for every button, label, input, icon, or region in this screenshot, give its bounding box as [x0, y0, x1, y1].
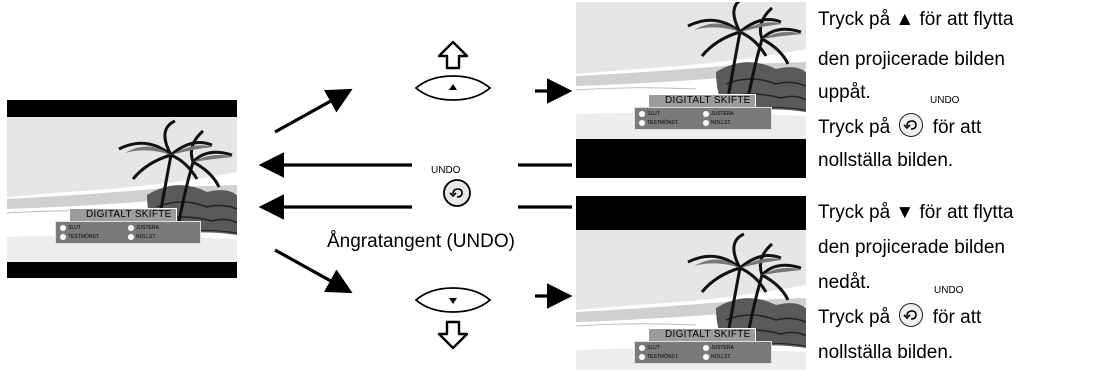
desc-up-line2: den projicerade bilden — [818, 49, 1005, 70]
osd-item-end: SLUT — [68, 225, 81, 231]
triangle-up-icon — [414, 75, 492, 101]
desc-down-line1: Tryck på ▼ för att flytta — [818, 202, 1014, 223]
desc-up-line5: nollställa bilden. — [818, 150, 954, 171]
osd-item-adjust: JUSTERA — [136, 225, 159, 231]
osd-item-reset: NOLLST. — [711, 354, 732, 360]
undo-caption: Ångratangent (UNDO) — [327, 231, 515, 252]
osd-item-testpattern: TESTMÖNST. — [68, 234, 100, 240]
osd-menu: SLUT JUSTERA TESTMÖNST. NOLLST. — [634, 341, 772, 364]
osd-item-testpattern: TESTMÖNST. — [647, 354, 679, 360]
undo-icon — [899, 113, 924, 137]
triangle-down-icon: ▼ — [895, 202, 915, 223]
desc-down-line2: den projicerade bilden — [818, 237, 1005, 258]
osd-item-reset: NOLLST. — [711, 120, 732, 126]
undo-button-label: UNDO — [431, 165, 461, 176]
arrow-to-down-key — [274, 248, 353, 294]
osd-item-end: SLUT — [647, 111, 660, 117]
osd-item-testpattern: TESTMÖNST. — [647, 120, 679, 126]
osd-item-reset: NOLLST. — [136, 234, 157, 240]
shifted-down-screen: DIGITALT SKIFTE SLUT JUSTERA TESTMÖNST. … — [576, 196, 806, 370]
desc-up-line1: Tryck på ▲ för att flytta — [818, 9, 1014, 30]
osd-menu: SLUT JUSTERA TESTMÖNST. NOLLST. — [55, 221, 201, 244]
osd-item-end: SLUT — [647, 345, 660, 351]
osd-item-adjust: JUSTERA — [711, 111, 734, 117]
source-screen: DIGITALT SKIFTE SLUT JUSTERA TESTMÖNST. … — [7, 100, 237, 278]
triangle-up-icon: ▲ — [895, 9, 915, 30]
up-key-arrow-icon — [437, 40, 469, 70]
undo-label: UNDO — [930, 95, 960, 106]
arrow-to-up-key — [274, 88, 353, 134]
desc-up-line3: uppåt. — [818, 82, 871, 103]
triangle-down-icon — [414, 287, 492, 313]
desc-down-line4: Tryck på för att — [818, 303, 981, 333]
desc-down-line3: nedåt. — [818, 272, 871, 293]
desc-up-line4: Tryck på för att — [818, 113, 981, 143]
undo-icon — [899, 303, 924, 327]
osd-menu: SLUT JUSTERA TESTMÖNST. NOLLST. — [634, 107, 772, 130]
shifted-up-screen: DIGITALT SKIFTE SLUT JUSTERA TESTMÖNST. … — [576, 2, 806, 178]
desc-down-line5: nollställa bilden. — [818, 342, 954, 363]
osd-item-adjust: JUSTERA — [711, 345, 734, 351]
undo-icon — [443, 179, 471, 207]
undo-label: UNDO — [934, 285, 964, 296]
down-key-arrow-icon — [437, 320, 469, 350]
